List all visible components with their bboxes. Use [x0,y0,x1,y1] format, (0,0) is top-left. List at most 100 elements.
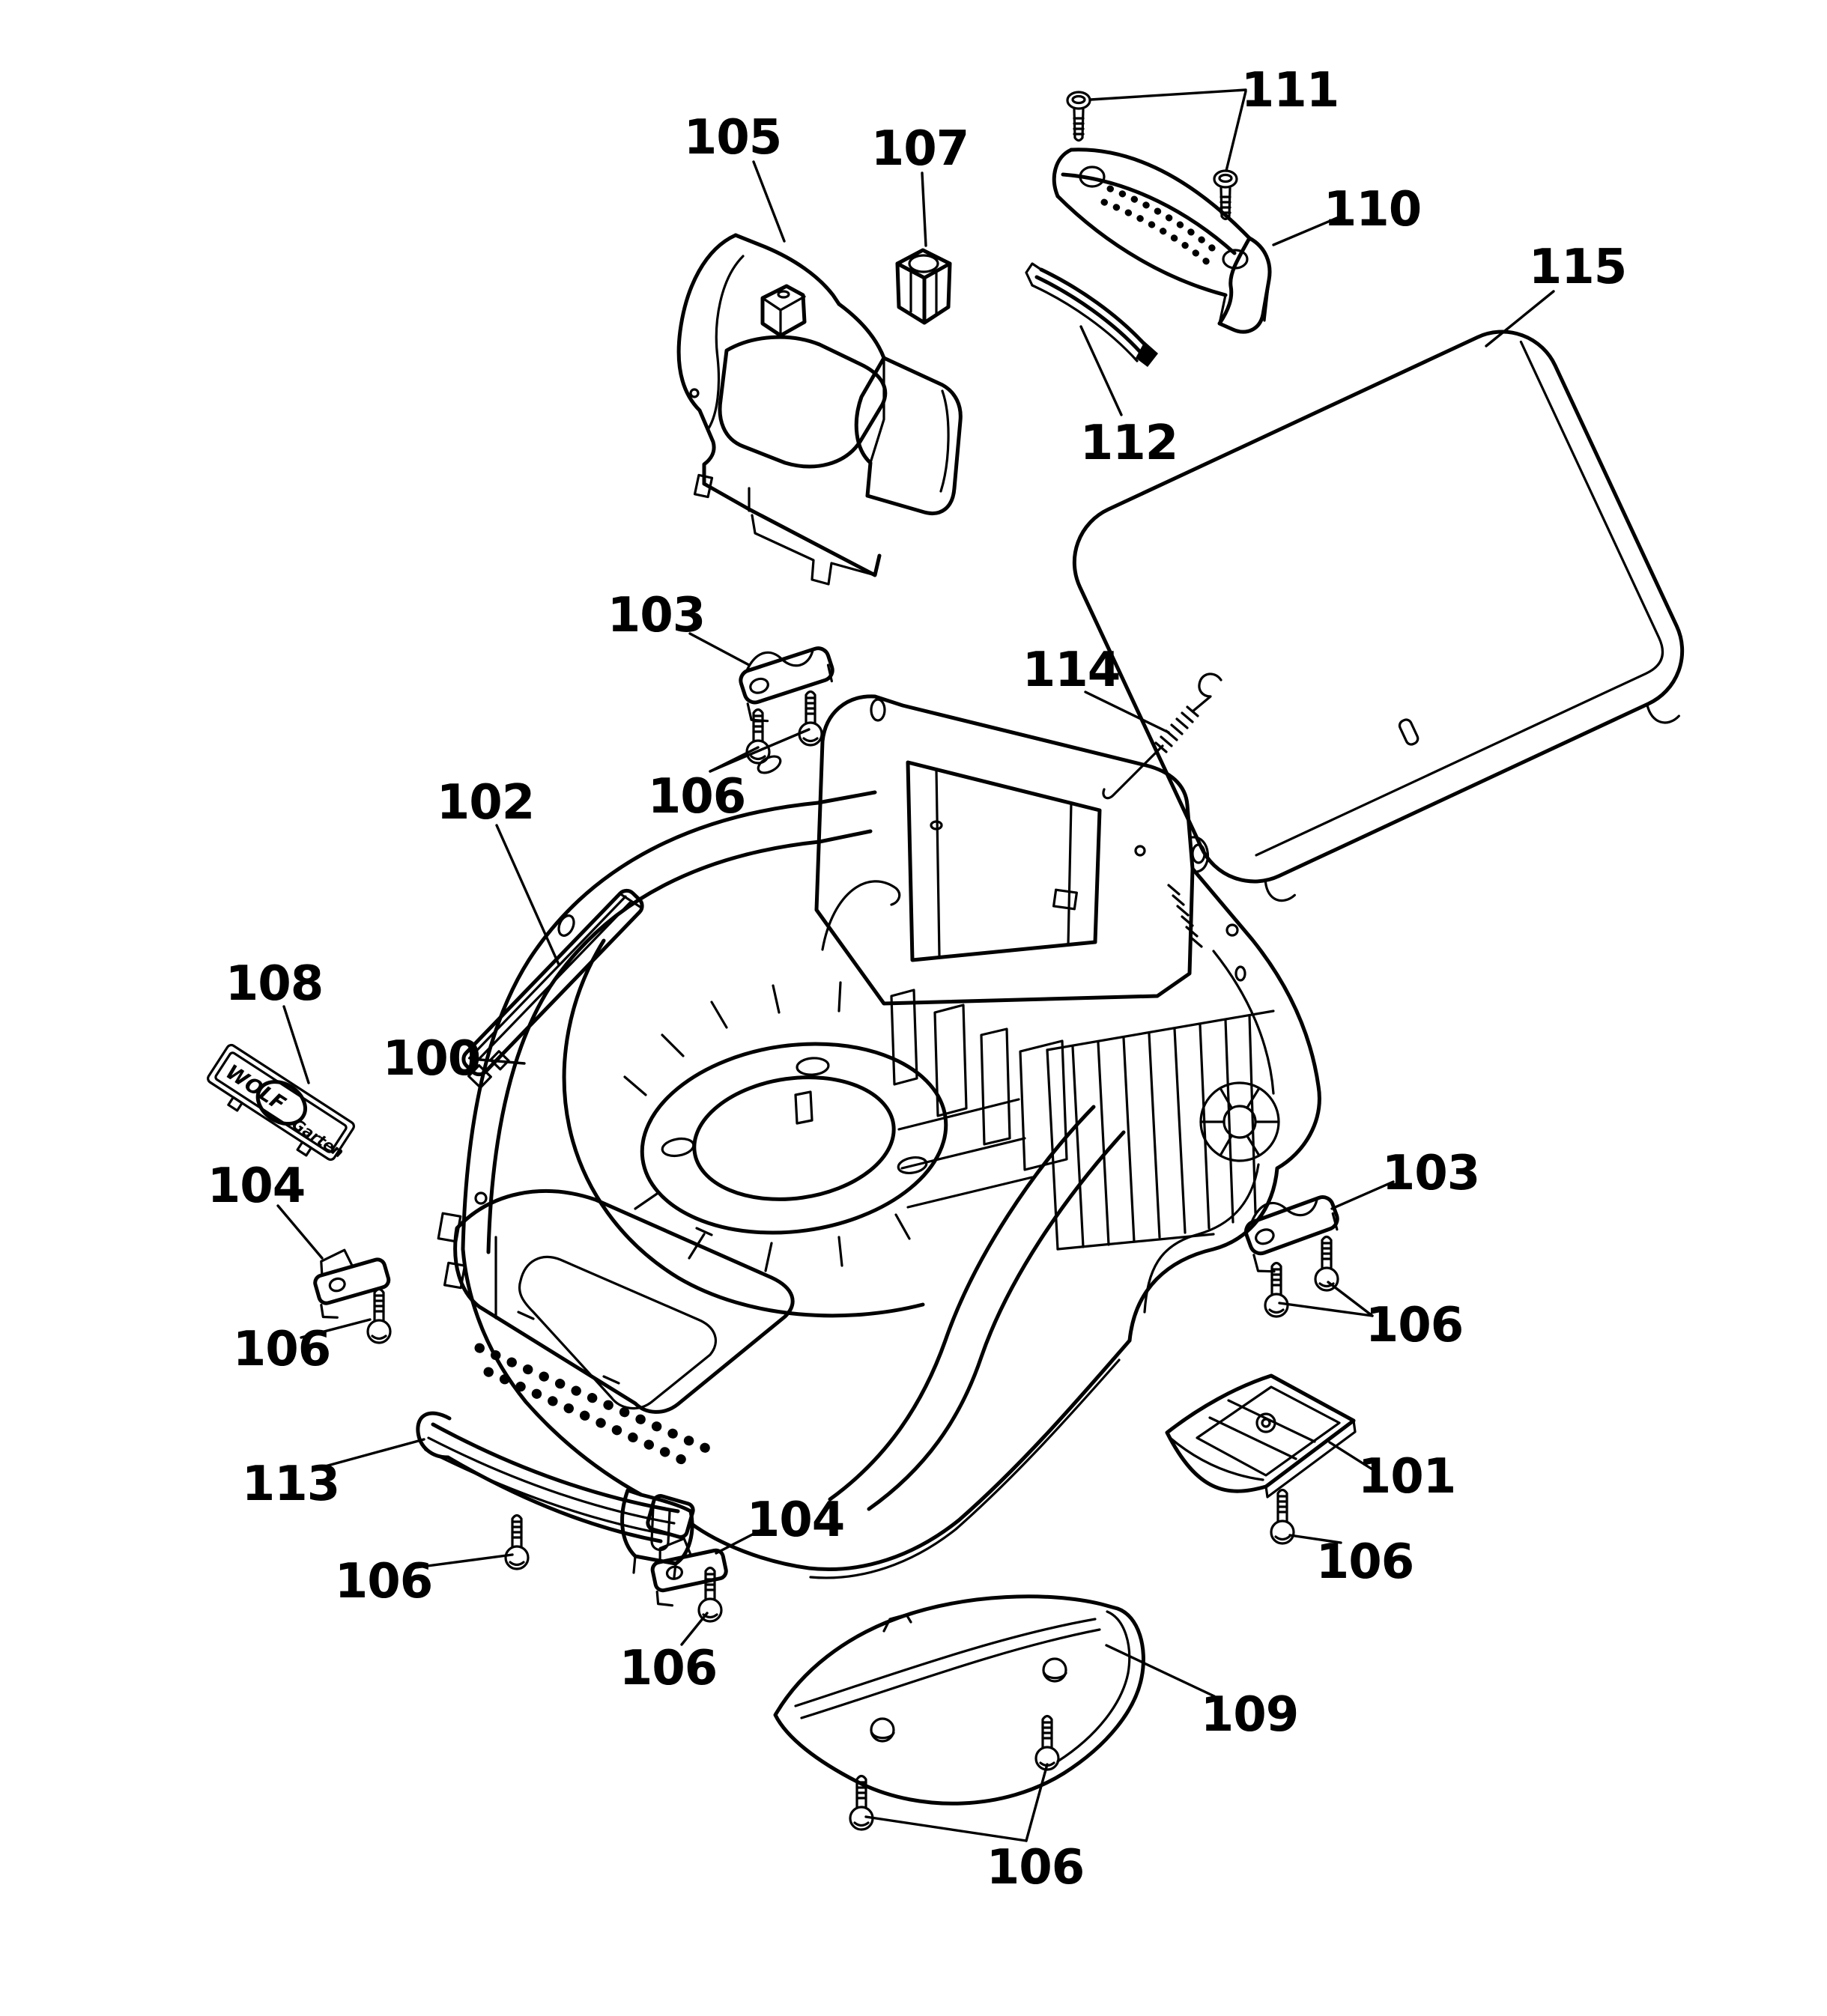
part-114-spring [1102,672,1222,800]
callout-106-17: 106 [619,1612,718,1696]
callout-105-leader [752,160,786,243]
callout-103-label: 103 [608,588,706,643]
part-102-molding-strip [461,888,644,1089]
callout-114-label: 114 [1022,643,1121,698]
screw-106-left [366,1287,392,1344]
callout-109-22: 109 [1105,1644,1299,1743]
callout-110-leader [1272,216,1339,246]
callout-113-label: 113 [242,1457,340,1512]
callout-107-leader [921,171,927,247]
callout-105-label: 105 [684,110,782,166]
callout-103-18: 103 [1330,1146,1480,1210]
screw-106-left-lower [504,1513,530,1570]
callout-104-12: 104 [207,1159,324,1260]
screw-106-bottom-b [1034,1714,1060,1771]
callout-102-leader [495,824,560,966]
callout-106-label: 106 [233,1322,331,1377]
callout-109-leader [1105,1644,1216,1698]
callout-106-19: 106 [1278,1281,1464,1353]
callout-115-4: 115 [1485,240,1627,347]
callout-104-label: 104 [207,1159,306,1214]
callout-108-11: 108 [225,956,324,1084]
callout-101-leader [1328,1441,1374,1471]
callout-111-2: 111 [1089,63,1339,172]
callout-106-leader [864,1815,1028,1842]
callout-103-leader [688,632,751,667]
callout-106-leader [680,1612,709,1646]
callout-102-label: 102 [437,775,535,831]
callout-106-leader [300,1318,372,1339]
callout-106-leader [409,1553,514,1570]
part-113-front-trim [416,1411,695,1543]
callout-104-leader [276,1204,324,1260]
callout-106-13: 106 [233,1318,372,1377]
callout-112-leader [1079,325,1123,416]
callout-106-23: 106 [864,1763,1085,1895]
part-110-grip-plate [1052,148,1272,334]
callout-106-leader [1278,1302,1374,1317]
callout-111-leader [1089,88,1247,101]
callout-100-10: 100 [383,1031,526,1087]
screw-106-top-b [798,690,823,747]
callout-101-20: 101 [1328,1441,1456,1505]
callout-107-label: 107 [871,121,969,177]
callout-106-leader [1288,1534,1342,1544]
callout-111-leader [1225,90,1247,172]
callout-102-8: 102 [437,775,560,966]
part-107-spacer-block [895,248,952,325]
callout-106-21: 106 [1288,1534,1414,1590]
callout-106-leader [709,728,811,773]
callout-114-leader [1084,690,1170,734]
callout-112-5: 112 [1079,325,1178,471]
callout-106-15: 106 [335,1553,514,1609]
callout-106-label: 106 [987,1840,1085,1895]
callout-106-label: 106 [1366,1298,1464,1353]
callout-113-14: 113 [242,1438,425,1512]
callout-105-0: 105 [684,110,786,243]
callout-100-leader [470,1057,526,1065]
part-112-strip [1025,262,1158,367]
part-104-clamp-bottom [650,1537,728,1607]
callout-108-label: 108 [225,956,324,1012]
screw-111-a [1066,91,1091,142]
callout-106-7: 106 [648,728,811,825]
callout-106-label: 106 [335,1554,433,1609]
part-101-baffle-plate [1165,1373,1357,1499]
callout-106-leader [1025,1763,1049,1842]
callout-layer: 105 107 111 110 115 112 103 106 102 114 100 108 104 1… [207,63,1628,1895]
callout-111-label: 111 [1241,63,1339,118]
callout-104-leader [715,1528,764,1555]
callout-112-label: 112 [1080,416,1178,471]
part-108-brand-badge: WOLF Garten [207,1043,355,1162]
callout-103-6: 103 [608,588,751,667]
callout-100-label: 100 [383,1031,481,1087]
part-115-rear-flap [1072,330,1685,902]
callout-115-label: 115 [1529,240,1627,295]
callout-113-leader [315,1438,425,1470]
callout-109-label: 109 [1201,1687,1299,1743]
screw-106-right-b [1314,1235,1339,1292]
part-103-clamp-right [1243,1195,1339,1273]
screw-111-b [1213,169,1238,221]
callout-106-leader [1327,1281,1374,1317]
callout-106-label: 106 [648,769,746,825]
callout-106-label: 106 [1316,1534,1414,1590]
part-100-deck-housing [437,694,1321,1579]
screw-106-bottom-mid [697,1566,723,1623]
callout-115-leader [1485,290,1555,347]
callout-110-label: 110 [1324,182,1422,237]
part-105-motor-cover [676,233,963,586]
callout-107-1: 107 [871,121,969,247]
callout-103-leader [1330,1180,1395,1210]
callout-103-label: 103 [1382,1146,1480,1201]
callout-104-label: 104 [747,1493,845,1548]
callout-106-label: 106 [619,1641,718,1696]
part-104-clamp-left [313,1248,391,1319]
part-109-front-cover [773,1594,1145,1806]
callout-110-3: 110 [1272,182,1422,246]
callout-108-leader [282,1005,310,1084]
callout-114-9: 114 [1022,643,1170,734]
callout-104-16: 104 [715,1493,845,1555]
